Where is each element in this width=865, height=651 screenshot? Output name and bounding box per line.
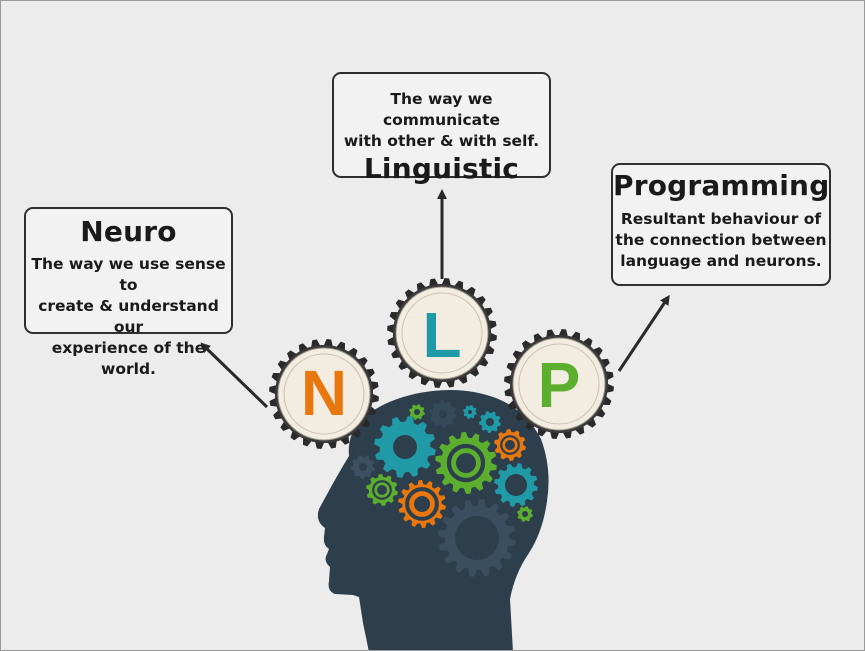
neuro-title: Neuro — [80, 215, 177, 248]
arrow-to-neuro — [200, 342, 269, 409]
neuro-box: Neuro The way we use sense to create & u… — [24, 207, 233, 378]
gear-p — [504, 329, 614, 439]
brain-gear-icon — [398, 480, 446, 528]
gear-letter-p: P — [538, 349, 581, 421]
gear-letter-n: N — [301, 357, 347, 429]
gear-n — [269, 339, 379, 449]
neuro-desc-line: create & understand our — [38, 297, 219, 336]
brain-gear-icon — [374, 416, 436, 478]
programming-desc-line: Resultant behaviour of — [620, 210, 822, 228]
programming-desc-line: language and neurons. — [620, 252, 822, 270]
neuro-description: The way we use sense to create & underst… — [26, 254, 231, 380]
brain-gear-icon — [429, 400, 457, 428]
brain-gear-icon — [463, 405, 477, 419]
linguistic-desc-line: The way we communicate — [382, 90, 501, 129]
linguistic-desc-line: with other & with self. — [343, 132, 540, 150]
brain-gear-icon — [409, 404, 425, 420]
programming-desc-line: the connection between — [615, 231, 827, 249]
brain-gear-icon — [494, 429, 526, 461]
brain-gear-icon — [435, 432, 497, 494]
linguistic-title: Linguistic — [363, 152, 520, 185]
programming-title: Programming — [613, 169, 830, 202]
programming-description: Resultant behaviour of the connection be… — [613, 209, 829, 272]
programming-box: Programming Resultant behaviour of the c… — [611, 163, 831, 286]
brain-gear-icon — [351, 455, 375, 479]
neuro-desc-line: The way we use sense to — [31, 255, 226, 294]
brain-gear-icon — [517, 506, 533, 522]
gear-letter-l: L — [422, 299, 461, 371]
arrow-to-programming — [617, 294, 670, 372]
gear-l — [387, 278, 497, 388]
linguistic-box: The way we communicate with other & with… — [332, 72, 551, 185]
brain-gear-icon — [366, 474, 398, 506]
brain-gear-icon — [438, 499, 516, 577]
brain-gear-icon — [479, 411, 501, 433]
brain-gears — [351, 400, 538, 577]
linguistic-description: The way we communicate with other & with… — [334, 89, 549, 152]
brain-gear-icon — [494, 463, 538, 507]
neuro-desc-line: experience of the world. — [51, 339, 206, 378]
